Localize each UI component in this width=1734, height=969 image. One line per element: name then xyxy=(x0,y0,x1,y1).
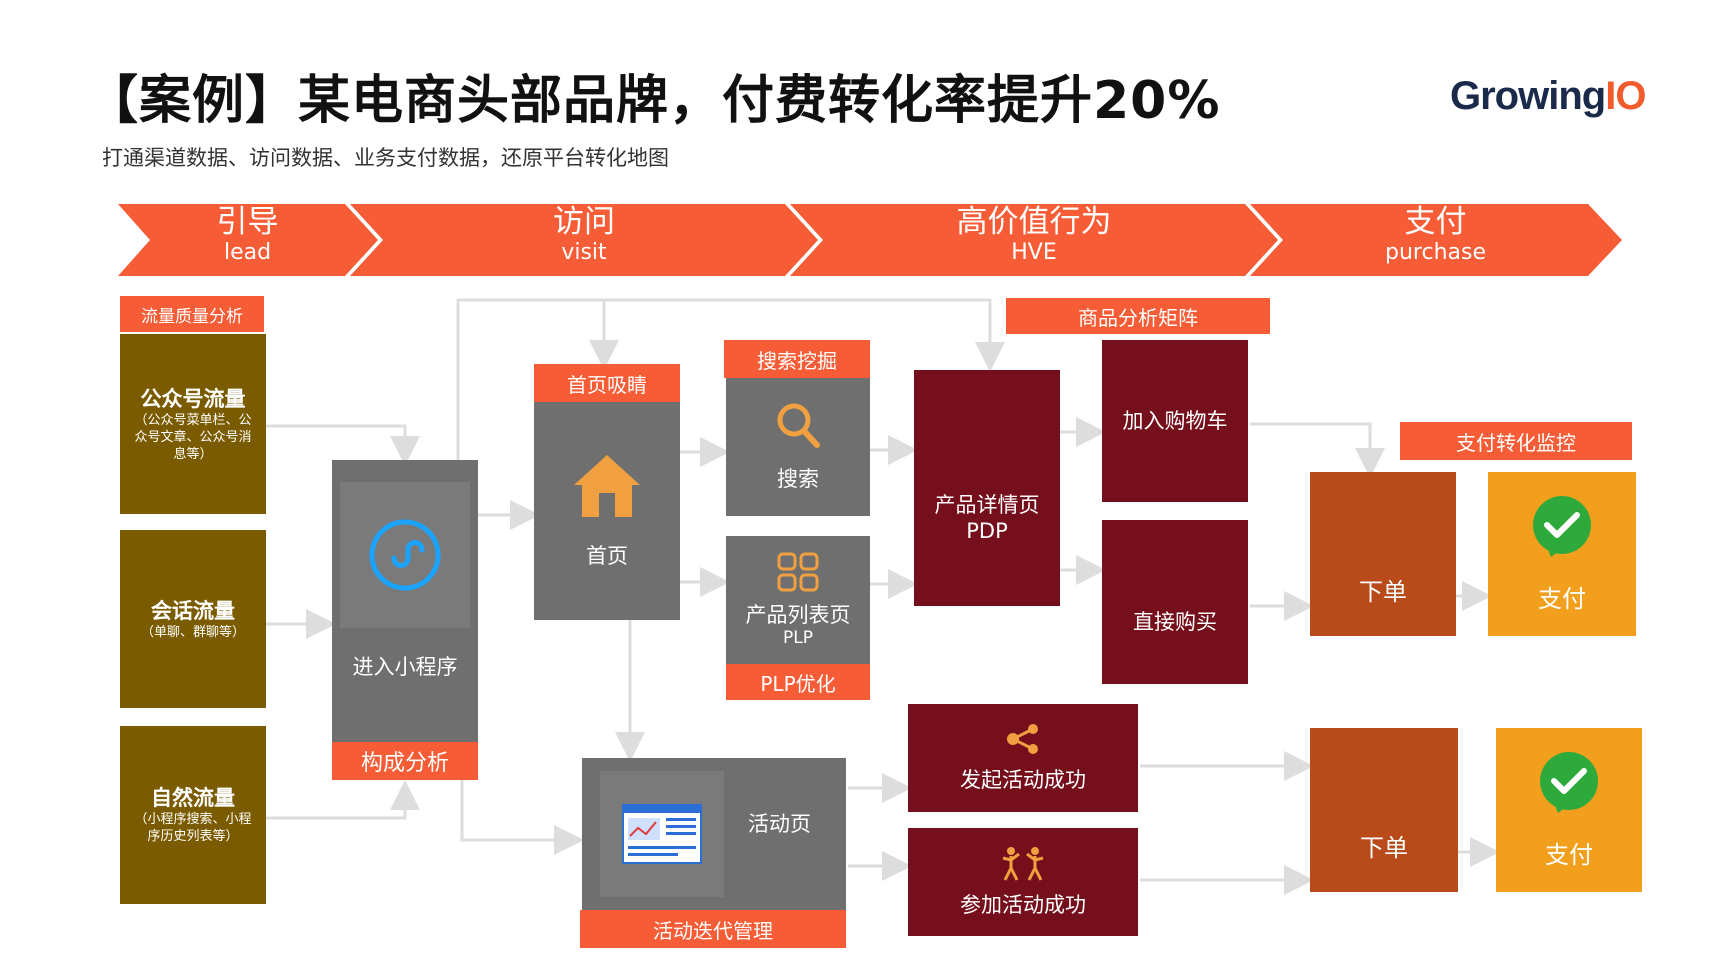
connector-wechat-to-mini xyxy=(266,424,420,466)
tag-plp-opt: PLP优化 xyxy=(726,664,870,700)
stage-hve-en: HVE xyxy=(1011,240,1057,265)
logo-main: Growing xyxy=(1450,74,1606,118)
tag-home-attract: 首页吸睛 xyxy=(534,364,680,402)
source-wechat-note: （公众号菜单栏、公众号文章、公众号消息等） xyxy=(134,412,252,462)
node-plp: 产品列表页 PLP xyxy=(726,536,870,664)
tag-product-matrix: 商品分析矩阵 xyxy=(1006,298,1270,334)
page-title: 【案例】某电商头部品牌，付费转化率提升20% xyxy=(86,71,1221,131)
node-pdp-label: 产品详情页 xyxy=(934,493,1040,517)
stage-arrow-purchase xyxy=(1250,204,1622,276)
share-icon xyxy=(1007,724,1038,754)
activity-icon-frame xyxy=(600,771,724,897)
source-natural-note: （小程序搜索、小程序历史列表等） xyxy=(134,812,252,844)
node-miniprogram-label: 进入小程序 xyxy=(352,655,458,679)
tag-composition: 构成分析 xyxy=(332,742,478,780)
node-activity-label: 活动页 xyxy=(748,812,811,836)
tag-activity-iter: 活动迭代管理 xyxy=(580,910,846,948)
node-plp-label: 产品列表页 xyxy=(745,603,851,627)
stage-arrow-visit xyxy=(350,204,818,276)
tag-traffic-quality: 流量质量分析 xyxy=(120,296,264,332)
node-miniprogram: 进入小程序 xyxy=(332,460,478,742)
people-cheer-icon xyxy=(1002,847,1044,881)
source-natural: 自然流量 （小程序搜索、小程序历史列表等） xyxy=(120,726,266,904)
source-wechat-official: 公众号流量 （公众号菜单栏、公众号文章、公众号消息等） xyxy=(120,334,266,514)
page-subtitle: 打通渠道数据、访问数据、业务支付数据，还原平台转化地图 xyxy=(102,146,669,170)
stage-hve-cn: 高价值行为 xyxy=(956,204,1112,240)
node-direct-buy: 直接购买 xyxy=(1102,520,1248,684)
stage-visit-cn: 访问 xyxy=(553,204,615,240)
source-session-title: 会话流量 xyxy=(151,598,235,623)
growingio-logo: GrowingIO xyxy=(1450,74,1646,119)
stage-purchase: 支付 purchase xyxy=(1283,204,1588,266)
source-wechat-title: 公众号流量 xyxy=(140,386,246,411)
stage-lead: 引导 lead xyxy=(150,204,345,266)
source-natural-title: 自然流量 xyxy=(151,786,235,810)
node-pay-2: 支付 xyxy=(1496,728,1642,892)
node-order-2-label: 下单 xyxy=(1360,833,1408,862)
node-add-cart: 加入购物车 xyxy=(1102,340,1248,502)
search-icon xyxy=(777,403,820,448)
node-search-label: 搜索 xyxy=(777,467,819,491)
tag-search-mining: 搜索挖掘 xyxy=(724,340,870,378)
stage-purchase-en: purchase xyxy=(1385,240,1486,265)
node-pay-1: 支付 xyxy=(1488,472,1636,636)
source-session: 会话流量 （单聊、群聊等） xyxy=(120,530,266,708)
node-order-1-label: 下单 xyxy=(1359,577,1407,606)
connector-mini-to-activity xyxy=(460,776,584,855)
node-activity: 活动页 xyxy=(582,758,846,910)
node-home-label: 首页 xyxy=(586,544,628,568)
node-order-1: 下单 xyxy=(1310,472,1456,636)
node-home: 首页 xyxy=(534,402,680,620)
stage-purchase-cn: 支付 xyxy=(1404,204,1467,240)
node-order-2: 下单 xyxy=(1310,728,1458,892)
node-pay-2-label: 支付 xyxy=(1545,840,1593,869)
stage-hve: 高价值行为 HVE xyxy=(823,204,1245,266)
node-launch-success: 发起活动成功 xyxy=(908,704,1138,812)
node-launch-success-label: 发起活动成功 xyxy=(960,768,1086,792)
wechat-pay-icon xyxy=(1540,751,1598,813)
node-join-success-label: 参加活动成功 xyxy=(960,893,1086,917)
node-pdp-en: PDP xyxy=(966,519,1008,543)
node-pay-1-label: 支付 xyxy=(1538,584,1586,613)
node-add-cart-label: 加入购物车 xyxy=(1122,409,1228,433)
connector-cart-to-order xyxy=(1250,422,1385,478)
wechat-pay-icon xyxy=(1533,495,1591,557)
stage-visit-en: visit xyxy=(561,240,607,265)
connector-natural-to-mini xyxy=(266,780,420,820)
stage-lead-cn: 引导 xyxy=(216,204,279,240)
node-search: 搜索 xyxy=(726,378,870,516)
miniprogram-icon-frame xyxy=(340,482,470,628)
webpage-chart-icon xyxy=(622,804,702,864)
stage-arrow-lead xyxy=(118,204,378,276)
home-icon xyxy=(574,455,640,517)
node-direct-buy-label: 直接购买 xyxy=(1133,610,1217,634)
tag-pay-monitor: 支付转化监控 xyxy=(1400,422,1632,460)
grid-icon xyxy=(777,552,819,592)
connector-top-loop xyxy=(456,298,1005,460)
stage-lead-en: lead xyxy=(223,240,272,265)
stage-visit: 访问 visit xyxy=(383,204,785,266)
miniprogram-icon xyxy=(369,519,441,591)
node-join-success: 参加活动成功 xyxy=(908,828,1138,936)
logo-accent: IO xyxy=(1605,74,1646,118)
node-pdp: 产品详情页 PDP xyxy=(914,370,1060,606)
stage-arrow-hve xyxy=(790,204,1278,276)
source-session-note: （单聊、群聊等） xyxy=(140,624,245,640)
node-plp-en: PLP xyxy=(783,628,813,648)
